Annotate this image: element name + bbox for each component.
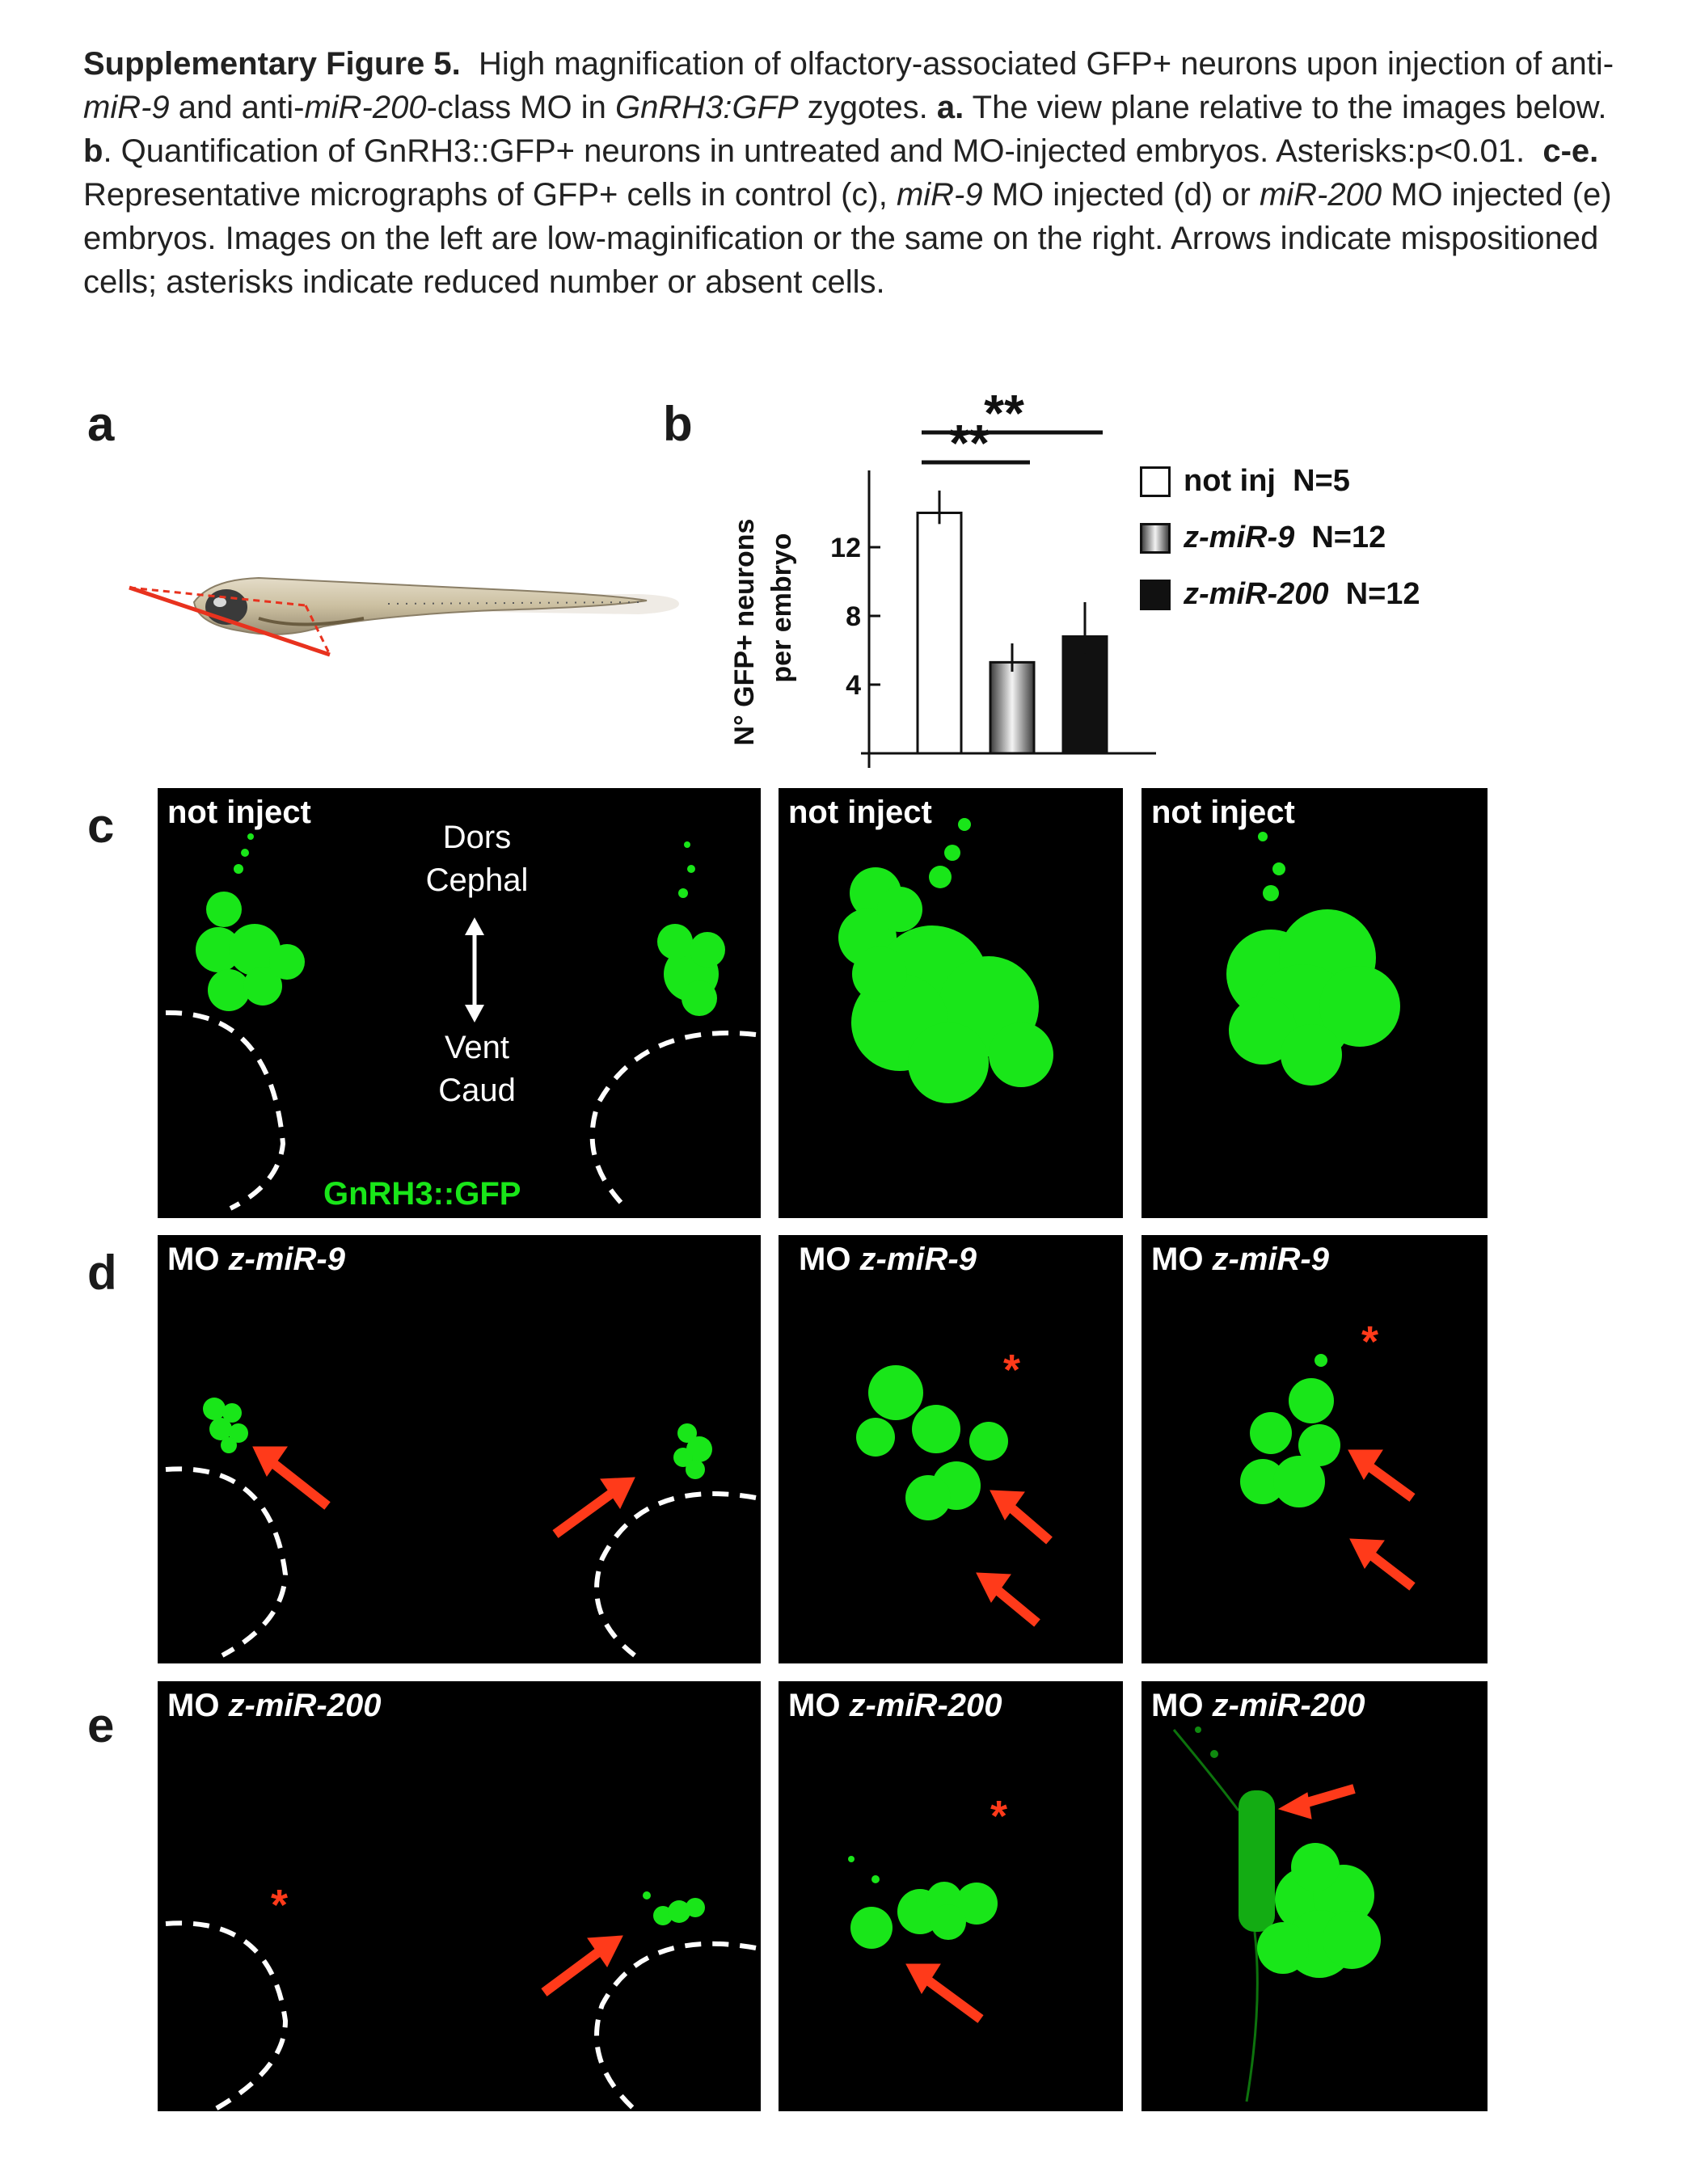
caption-title: Supplementary Figure 5.: [83, 46, 461, 82]
caption-text: The view plane relative to the images be…: [964, 90, 1607, 125]
bar: [989, 660, 1036, 755]
caption-text: GnRH3:GFP: [614, 90, 799, 125]
caption-label: a.: [936, 90, 964, 125]
micrograph-label: MO z-miR-200: [788, 1688, 1002, 1723]
y-axis-label: per embryo: [766, 533, 797, 682]
micrograph-d-right: * MO z-miR-9: [1142, 1235, 1488, 1663]
svg-text:*: *: [1361, 1318, 1378, 1366]
figure-caption: Supplementary Figure 5. High magnificati…: [83, 42, 1635, 304]
significance-label: **: [984, 388, 1024, 442]
micrograph-label: not inject: [167, 795, 311, 830]
reporter-label: GnRH3::GFP: [323, 1176, 521, 1212]
caption-text: miR-9: [83, 90, 170, 125]
caption-label: b: [83, 133, 103, 169]
micrograph-label: MO z-miR-9: [167, 1242, 345, 1277]
micrograph-label: MO z-miR-200: [167, 1688, 382, 1723]
svg-text:*: *: [990, 1792, 1007, 1840]
y-tick-label: 8: [846, 601, 861, 632]
y-tick-label: 4: [846, 670, 861, 701]
micrograph-label: MO z-miR-200: [1151, 1688, 1365, 1723]
micrograph-c-mid: not inject: [779, 788, 1123, 1218]
bar: [916, 512, 963, 755]
caption-text: MO injected (e) embryos. Images on the l…: [83, 177, 1612, 300]
legend-label: z-miR-200 N=12: [1184, 577, 1420, 611]
micrograph-label: MO z-miR-9: [1151, 1242, 1329, 1277]
bar: [1061, 635, 1108, 755]
larva-image: [129, 576, 679, 657]
micrograph-d-mid: * MO z-miR-9: [779, 1235, 1123, 1663]
caption-text: -class MO in: [426, 90, 615, 125]
panel-letter-b: b: [663, 397, 693, 451]
micrograph-label: MO z-miR-9: [799, 1242, 977, 1277]
micrograph-e-mid: * MO z-miR-200: [779, 1681, 1123, 2111]
caption-text: miR-9: [896, 177, 983, 213]
caption-text: miR-200: [304, 90, 427, 125]
micrograph-c-right: not inject: [1142, 788, 1488, 1218]
legend-label: z-miR-9 N=12: [1184, 521, 1386, 554]
caption-text: and anti-: [169, 90, 305, 125]
legend-item: not inj N=5: [1140, 464, 1350, 499]
caption-text: miR-200: [1259, 177, 1382, 213]
panel-letter-d: d: [87, 1246, 117, 1300]
y-tick-label: 12: [830, 533, 861, 563]
micrograph-e-right: MO z-miR-200: [1142, 1681, 1488, 2111]
caption-text: Representative micrographs of GFP+ cells…: [83, 177, 897, 213]
panel-letter-a: a: [87, 397, 115, 451]
y-axis-label: N° GFP+ neurons: [729, 519, 760, 746]
micrograph-label: not inject: [1151, 795, 1295, 830]
significance-label: **: [949, 414, 990, 472]
legend-swatch: [1140, 522, 1171, 554]
svg-text:*: *: [1003, 1346, 1020, 1394]
caption-text: zygotes.: [798, 90, 928, 125]
svg-text:*: *: [271, 1881, 288, 1929]
caption-text: MO injected (d) or: [982, 177, 1260, 213]
caption-label: c-e.: [1542, 133, 1599, 169]
micrograph-label: not inject: [788, 795, 932, 830]
micrograph-d-low: MO z-miR-9: [158, 1235, 761, 1663]
panel-letter-e: e: [87, 1698, 115, 1752]
legend-swatch: [1140, 579, 1171, 610]
micrograph-e-low: * MO z-miR-200: [158, 1681, 761, 2111]
legend-item: z-miR-9 N=12: [1140, 521, 1386, 555]
caption-text: . Quantification of GnRH3::GFP+ neurons …: [103, 133, 1526, 169]
legend-label: not inj N=5: [1184, 464, 1350, 498]
caption-text: High magnification of olfactory-associat…: [479, 46, 1614, 82]
legend-item: z-miR-200 N=12: [1140, 577, 1420, 612]
legend-swatch: [1140, 466, 1171, 497]
panel-letter-c: c: [87, 799, 115, 853]
